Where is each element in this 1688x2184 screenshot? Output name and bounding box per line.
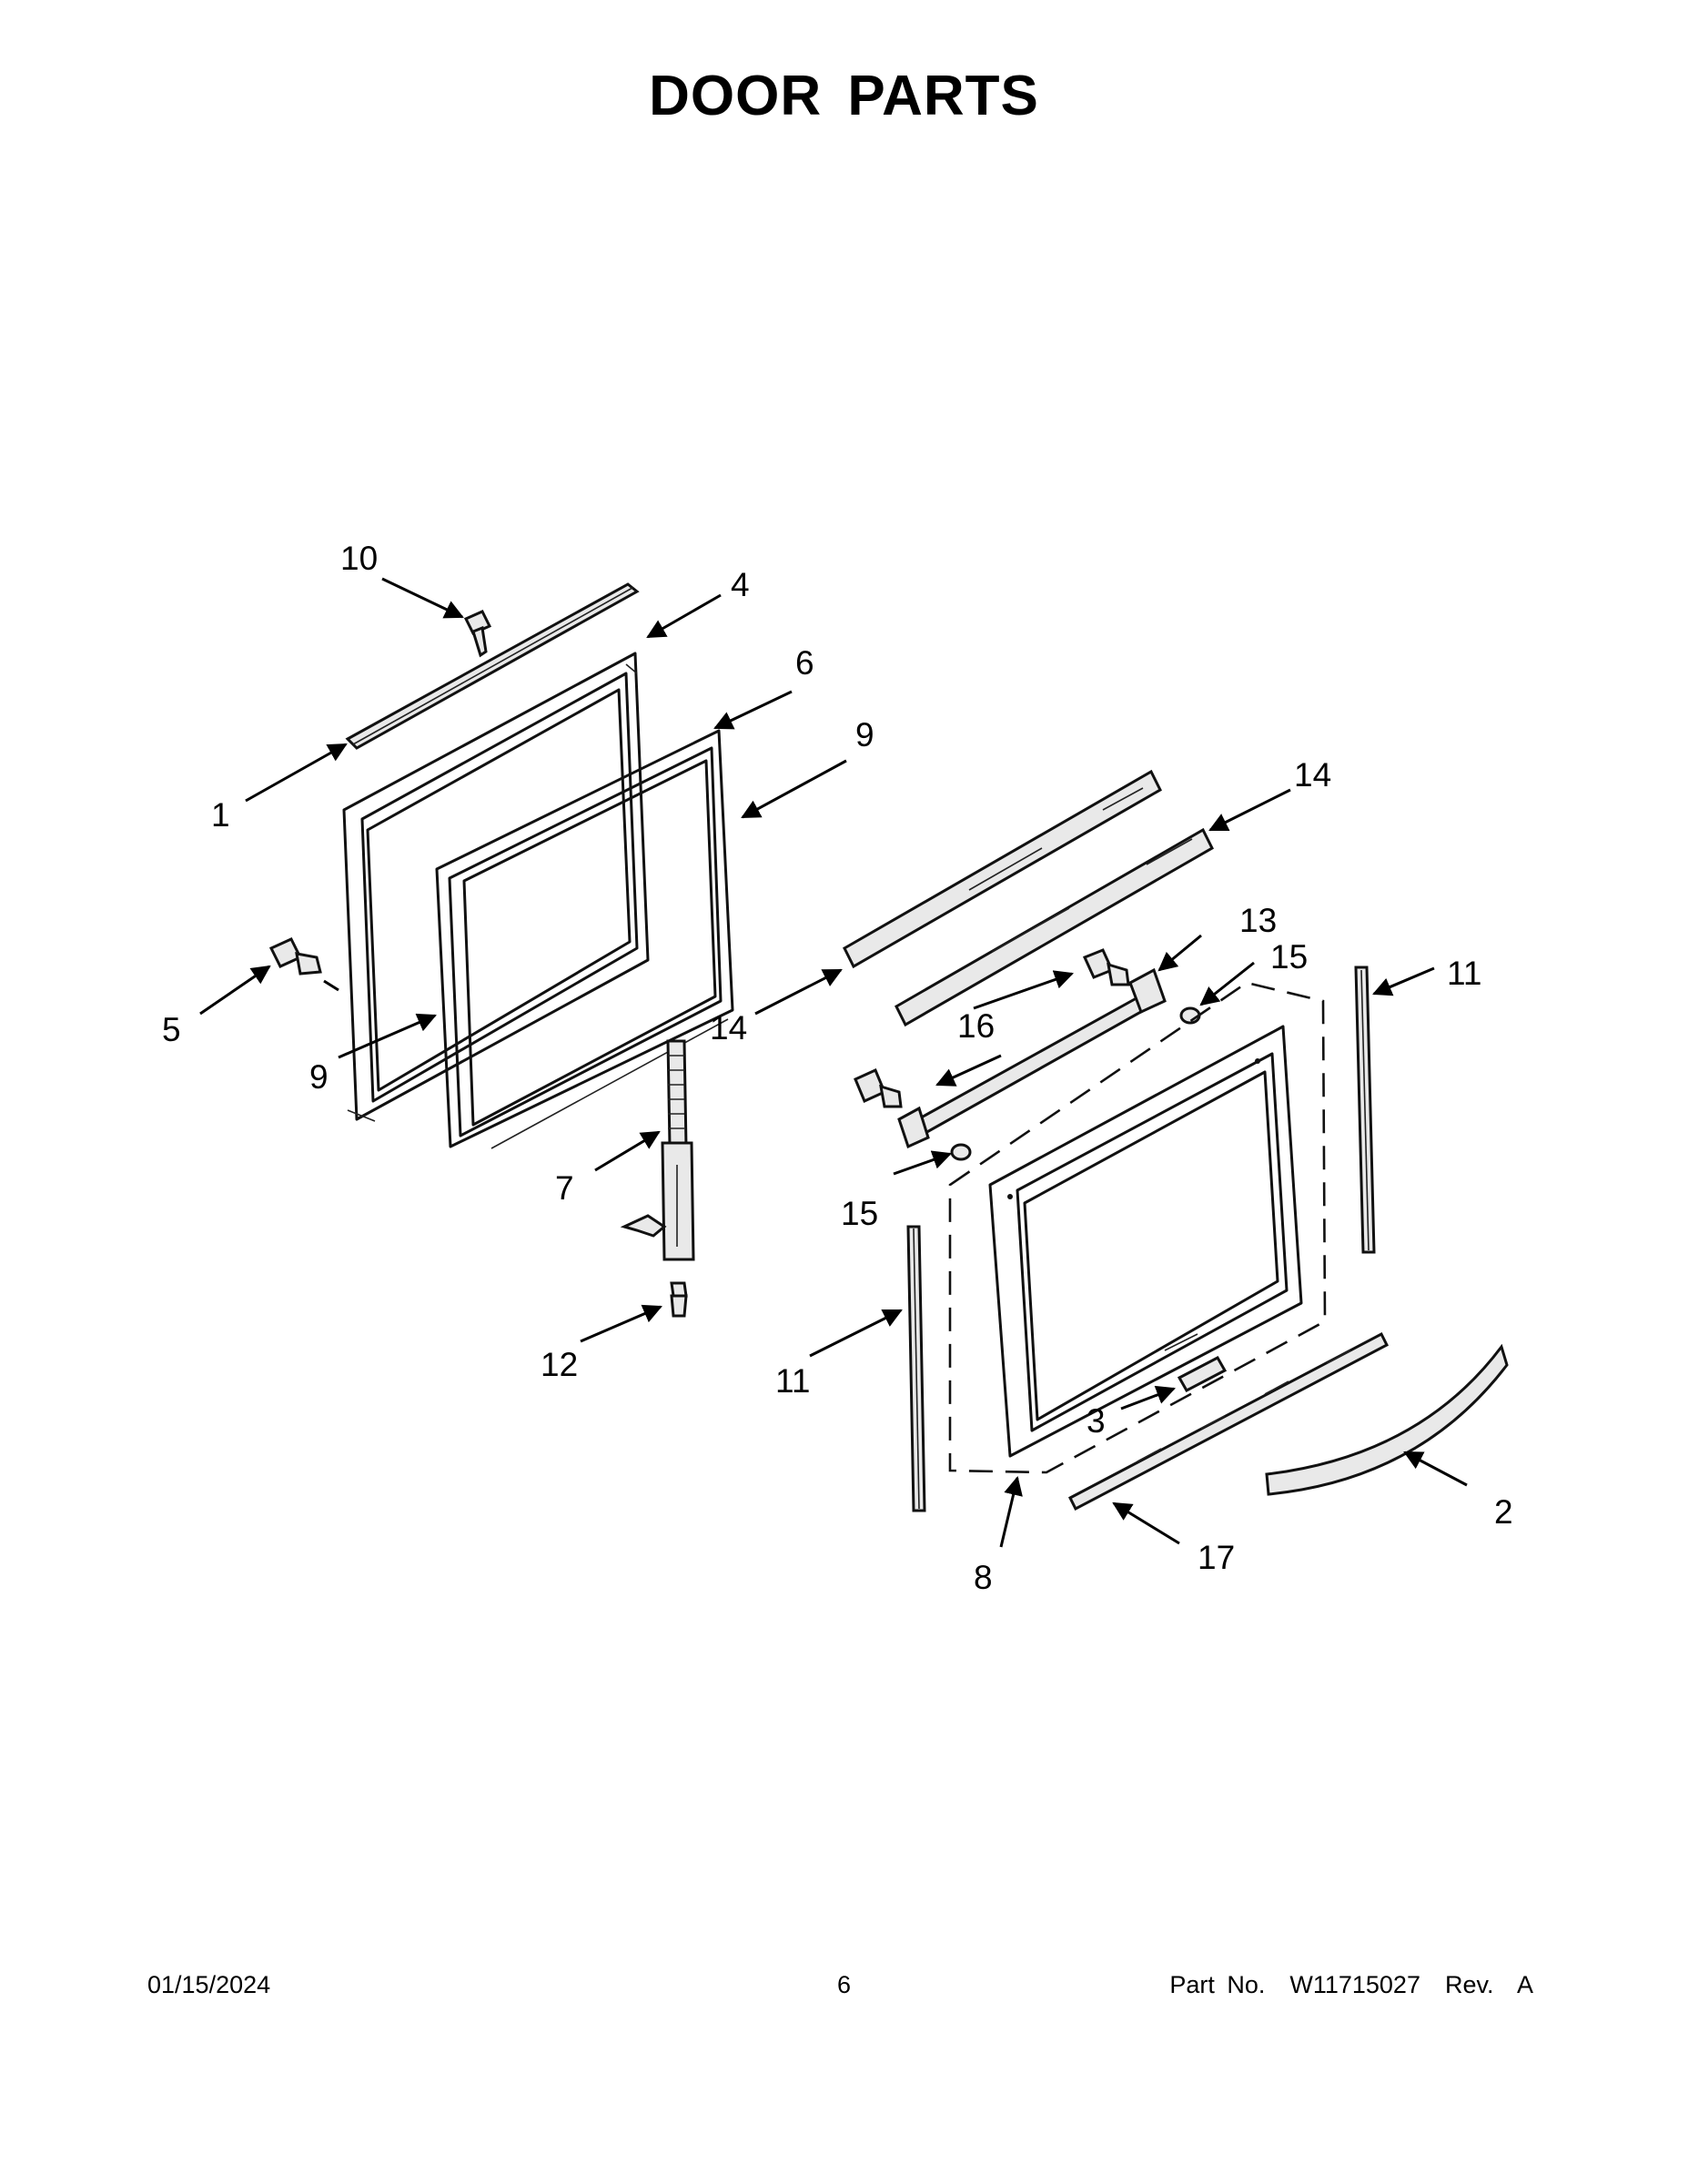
callout-12: 12	[541, 1346, 578, 1383]
part-side-trim-right	[1354, 966, 1376, 1254]
part-badge	[1164, 1333, 1228, 1392]
footer-date: 01/15/2024	[147, 1971, 271, 1998]
callout-5: 5	[162, 1011, 181, 1048]
callout-9-right: 9	[855, 716, 874, 753]
callout-11-left: 11	[775, 1362, 810, 1400]
callout-4: 4	[731, 566, 750, 603]
callout-15-lower: 15	[841, 1195, 878, 1232]
part-outer-door-panel	[988, 1025, 1303, 1458]
part-door-channel-lower	[895, 827, 1214, 1027]
part-screw-10	[463, 610, 492, 658]
part-screw-12	[670, 1281, 688, 1318]
callout-6: 6	[795, 644, 814, 682]
part-door-channel-upper	[843, 769, 1162, 969]
assembly-outline	[948, 981, 1327, 1474]
callout-2: 2	[1494, 1493, 1513, 1531]
part-handle-bracket	[897, 967, 1167, 1149]
part-door-hinge	[620, 1039, 695, 1261]
part-screw-16b	[854, 1067, 903, 1108]
part-door-gasket	[435, 729, 734, 1149]
part-washer-15b	[950, 1143, 972, 1161]
part-inner-door-liner	[342, 652, 650, 1122]
footer-page-number: 6	[836, 1971, 852, 1998]
callout-14-lower: 14	[710, 1009, 747, 1046]
callout-16: 16	[957, 1007, 995, 1045]
leader-lines	[199, 577, 1468, 1548]
callout-8: 8	[974, 1559, 993, 1596]
callout-17: 17	[1198, 1539, 1235, 1576]
part-screw-5	[268, 937, 339, 992]
page-title: DOOR PARTS	[649, 65, 1039, 127]
part-screw-16a	[1082, 948, 1130, 986]
callout-1: 1	[211, 796, 230, 834]
part-door-handle	[1265, 1343, 1509, 1496]
part-lower-vent-bracket	[1068, 1331, 1389, 1512]
part-side-trim-left	[906, 1225, 926, 1512]
callout-3: 3	[1087, 1402, 1106, 1440]
callout-7: 7	[555, 1169, 574, 1207]
callout-15-upper: 15	[1270, 938, 1308, 976]
callout-14-upper: 14	[1294, 756, 1331, 794]
callout-labels: 10 4 6 9 1 14 13 15 11 5 14 16 9 7 15 12…	[162, 540, 1513, 1596]
footer-part-number: Part No. W11715027 Rev. A	[1169, 1971, 1533, 1998]
callout-9-left: 9	[309, 1058, 329, 1096]
callout-11-right: 11	[1447, 955, 1481, 992]
callout-10: 10	[340, 540, 378, 577]
part-top-vent-trim	[345, 582, 640, 750]
callout-13: 13	[1239, 902, 1277, 939]
